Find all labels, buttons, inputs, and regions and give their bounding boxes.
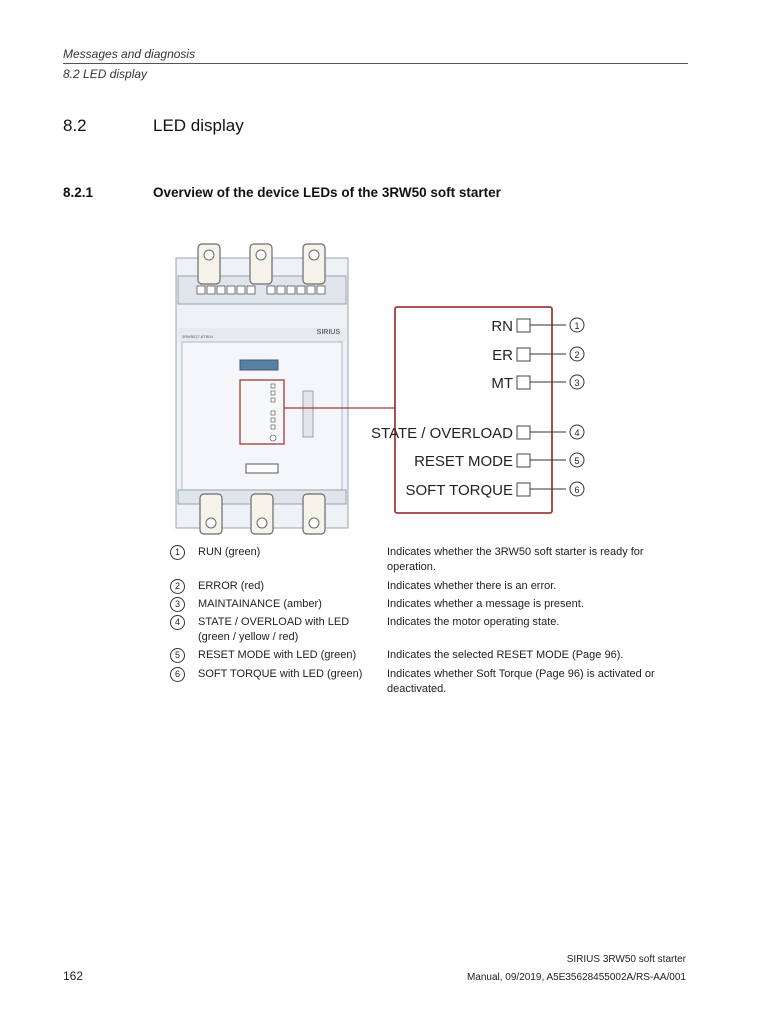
callout-soft-torque: SOFT TORQUE 6 (405, 481, 585, 499)
device-led-figure: 3RW5027-6TB04 SIRIUS RN (175, 243, 585, 535)
legend-name: MAINTAINANCE (amber) (198, 598, 322, 610)
svg-text:RN: RN (491, 318, 513, 335)
legend-description: Indicates whether the 3RW50 soft starter… (387, 546, 644, 573)
legend-description: Indicates the motor operating state. (387, 616, 560, 628)
svg-text:MT: MT (491, 375, 513, 392)
svg-text:1: 1 (574, 321, 579, 331)
svg-text:4: 4 (574, 428, 579, 438)
svg-text:RESET MODE: RESET MODE (414, 453, 513, 470)
legend-marker: 5 (170, 648, 185, 663)
callout-er: ER 2 (492, 346, 585, 364)
footer-manual: Manual, 09/2019, A5E35628455002A/RS-AA/0… (466, 972, 686, 983)
led-panel-zoom (394, 306, 553, 514)
svg-text:SOFT TORQUE: SOFT TORQUE (405, 482, 513, 499)
legend-marker: 2 (170, 579, 185, 594)
legend-description: Indicates whether there is an error. (387, 580, 557, 592)
subsection-title: Overview of the device LEDs of the 3RW50… (153, 185, 501, 200)
soft-starter-device-illustration: 3RW5027-6TB04 SIRIUS (175, 243, 349, 535)
footer-product: SIRIUS 3RW50 soft starter (566, 954, 686, 965)
running-header-section: 8.2 LED display (63, 67, 148, 81)
legend-marker: 3 (170, 597, 185, 612)
legend-description: Indicates whether a message is present. (387, 598, 584, 610)
section-number: 8.2 (63, 116, 87, 135)
legend-description: Indicates whether Soft Torque (Page 96) … (387, 668, 655, 695)
legend-name: RESET MODE with LED (green) (198, 649, 357, 661)
section-title: LED display (153, 116, 244, 135)
svg-text:ER: ER (492, 347, 513, 364)
running-header-chapter: Messages and diagnosis (63, 47, 196, 61)
svg-text:STATE / OVERLOAD: STATE / OVERLOAD (371, 425, 513, 442)
callout-reset-mode: RESET MODE 5 (414, 452, 585, 470)
svg-text:3: 3 (574, 378, 579, 388)
callout-state-overload: STATE / OVERLOAD 4 (371, 424, 585, 442)
svg-text:2: 2 (574, 350, 579, 360)
page-number: 162 (63, 969, 84, 983)
svg-text:5: 5 (574, 456, 579, 466)
legend-name: RUN (green) (198, 546, 261, 558)
callout-rn: RN 1 (491, 317, 585, 335)
legend-marker: 1 (170, 545, 185, 560)
legend-marker: 4 (170, 615, 185, 630)
svg-text:6: 6 (574, 485, 579, 495)
legend-name: SOFT TORQUE with LED (green) (198, 668, 363, 680)
device-brand-label: SIRIUS (317, 329, 341, 336)
legend-marker: 6 (170, 667, 185, 682)
subsection-number: 8.2.1 (63, 185, 94, 200)
legend-name: ERROR (red) (198, 580, 265, 592)
svg-text:3RW5027-6TB04: 3RW5027-6TB04 (182, 334, 214, 339)
legend-name: STATE / OVERLOAD with LED (green / yello… (198, 616, 350, 643)
legend-description: Indicates the selected RESET MODE (Page … (387, 649, 624, 661)
callout-mt: MT 3 (491, 374, 585, 392)
header-rule (63, 63, 688, 64)
